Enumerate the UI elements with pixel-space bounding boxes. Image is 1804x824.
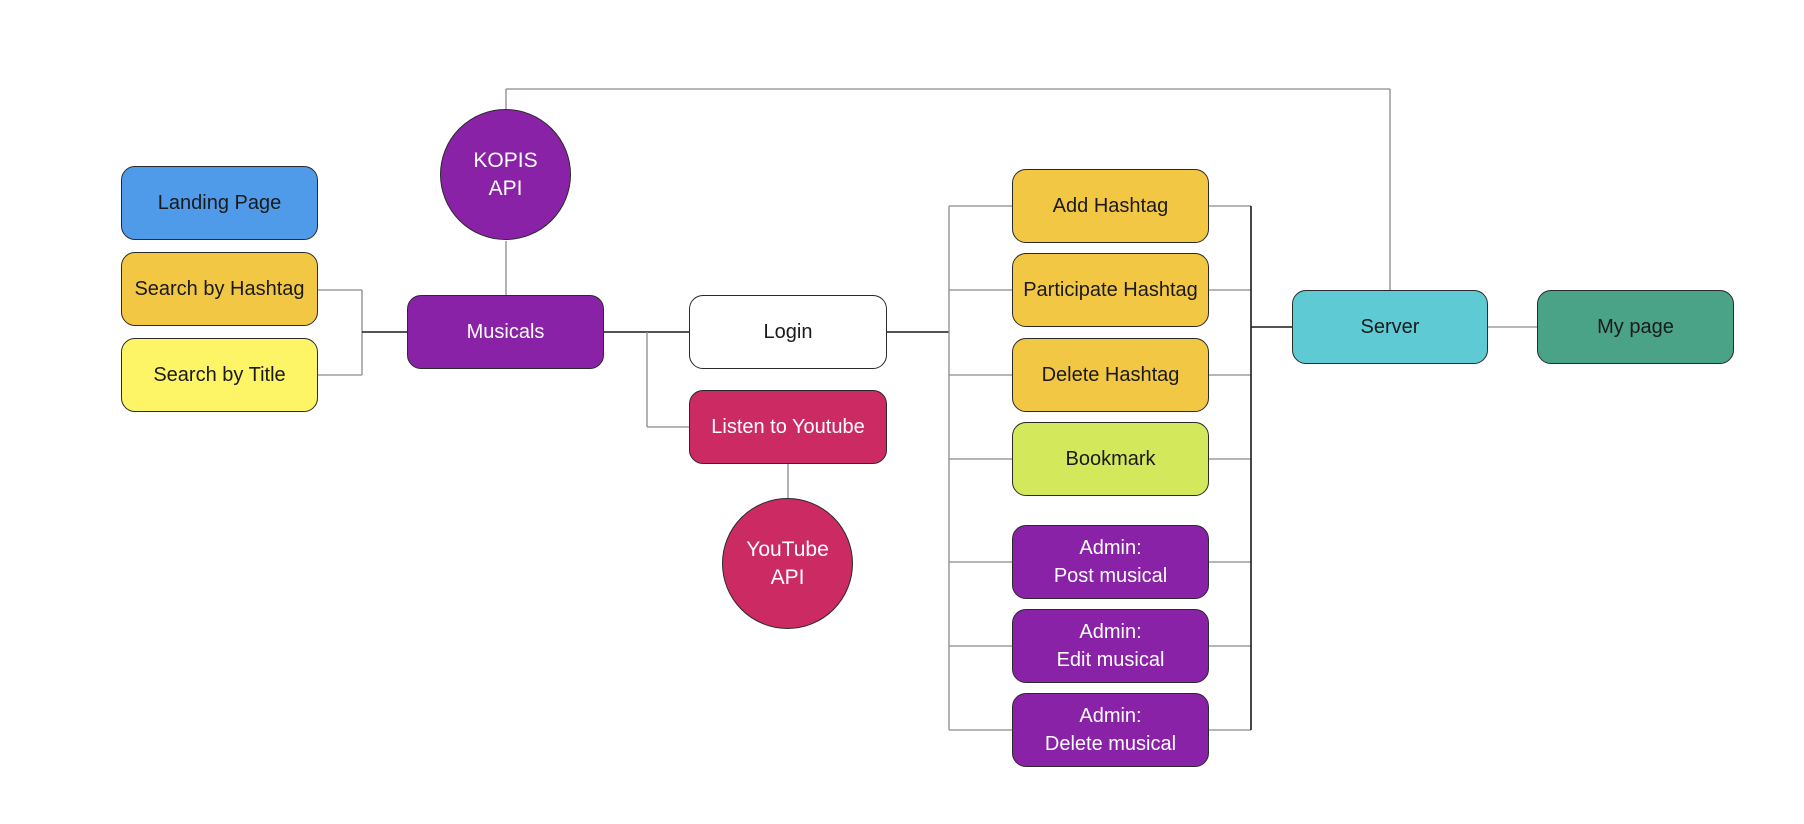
kopis-api-node[interactable]: KOPIS API	[440, 109, 571, 240]
musicals-node[interactable]: Musicals	[407, 295, 604, 369]
search-by-title-node[interactable]: Search by Title	[121, 338, 318, 412]
server-node[interactable]: Server	[1292, 290, 1488, 364]
delete-hashtag-node[interactable]: Delete Hashtag	[1012, 338, 1209, 412]
listen-to-youtube-node[interactable]: Listen to Youtube	[689, 390, 887, 464]
bookmark-node[interactable]: Bookmark	[1012, 422, 1209, 496]
admin-post-musical-node[interactable]: Admin: Post musical	[1012, 525, 1209, 599]
admin-delete-musical-node[interactable]: Admin: Delete musical	[1012, 693, 1209, 767]
add-hashtag-node[interactable]: Add Hashtag	[1012, 169, 1209, 243]
youtube-api-node[interactable]: YouTube API	[722, 498, 853, 629]
participate-hashtag-node[interactable]: Participate Hashtag	[1012, 253, 1209, 327]
admin-edit-musical-node[interactable]: Admin: Edit musical	[1012, 609, 1209, 683]
my-page-node[interactable]: My page	[1537, 290, 1734, 364]
landing-page-node[interactable]: Landing Page	[121, 166, 318, 240]
login-node[interactable]: Login	[689, 295, 887, 369]
search-by-hashtag-node[interactable]: Search by Hashtag	[121, 252, 318, 326]
